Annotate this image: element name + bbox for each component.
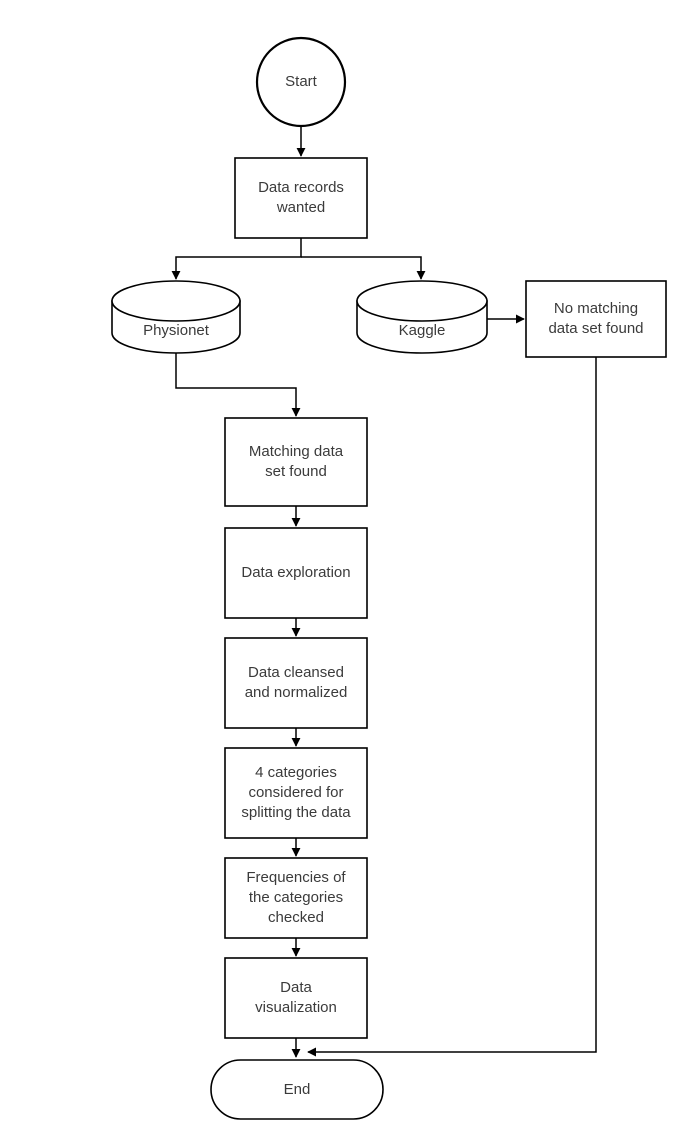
node-kaggle[interactable] bbox=[356, 280, 488, 354]
node-data-exploration[interactable] bbox=[224, 527, 368, 619]
node-frequencies[interactable] bbox=[224, 857, 368, 939]
node-no-matching[interactable] bbox=[525, 280, 667, 358]
node-data-cleansed[interactable] bbox=[224, 637, 368, 729]
node-matching-found[interactable] bbox=[224, 417, 368, 507]
edge-no-matching-to-end bbox=[307, 357, 597, 1057]
node-data-records-wanted[interactable] bbox=[234, 157, 368, 239]
edge-data-records-to-physionet bbox=[171, 238, 302, 280]
node-categories[interactable] bbox=[224, 747, 368, 839]
edge-data-records-to-kaggle bbox=[301, 256, 426, 280]
edge-physionet-to-matching-found bbox=[175, 353, 301, 417]
node-end[interactable] bbox=[210, 1059, 384, 1120]
node-physionet[interactable] bbox=[111, 280, 241, 354]
node-start[interactable] bbox=[255, 36, 347, 128]
node-visualization[interactable] bbox=[224, 957, 368, 1039]
